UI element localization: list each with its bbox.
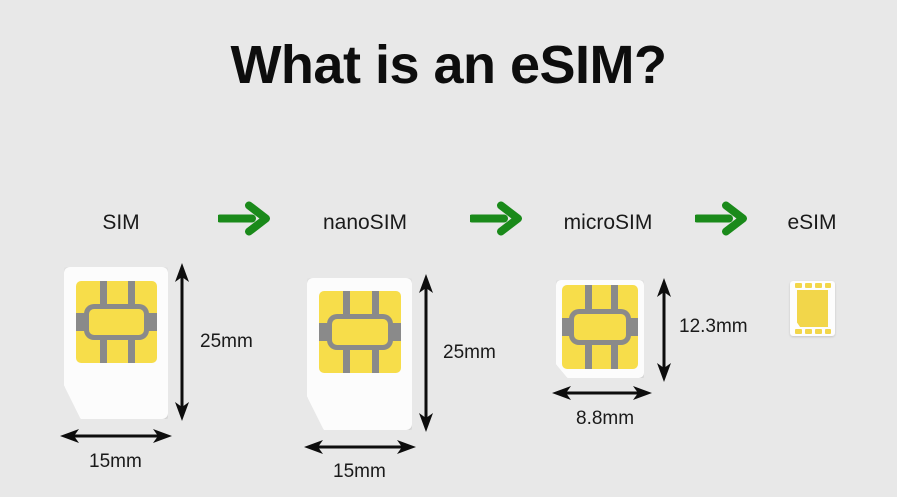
microsim-width-dimension-arrow (552, 382, 652, 409)
sim-chip-contacts (76, 281, 157, 363)
nanosim-height-label: 25mm (443, 342, 496, 363)
nanosim-width-dimension-arrow (304, 436, 416, 463)
nanosim-width-label: 15mm (333, 461, 386, 482)
page-title: What is an eSIM? (230, 35, 667, 95)
stage-label-esim: eSIM (787, 211, 837, 234)
microsim-height-dimension-arrow (652, 278, 676, 387)
sim-width-label: 15mm (89, 451, 142, 472)
arrow-right-icon (468, 201, 524, 241)
sim-width-dimension-arrow (60, 425, 172, 452)
esim-module (790, 281, 835, 336)
stage-label-sim: SIM (102, 211, 140, 234)
stage-label-nanosim: nanoSIM (322, 211, 408, 234)
arrow-right-icon (216, 201, 272, 241)
sim-height-dimension-arrow (170, 263, 194, 426)
microsim-chip-contacts (562, 285, 638, 369)
stage-label-microsim: microSIM (563, 211, 653, 234)
microsim-width-label: 8.8mm (576, 408, 635, 429)
nanosim-height-dimension-arrow (414, 274, 438, 437)
arrow-right-icon (693, 201, 749, 241)
microsim-height-label: 12.3mm (679, 316, 748, 337)
nanosim-chip-contacts (319, 291, 401, 373)
sim-height-label: 25mm (200, 331, 253, 352)
